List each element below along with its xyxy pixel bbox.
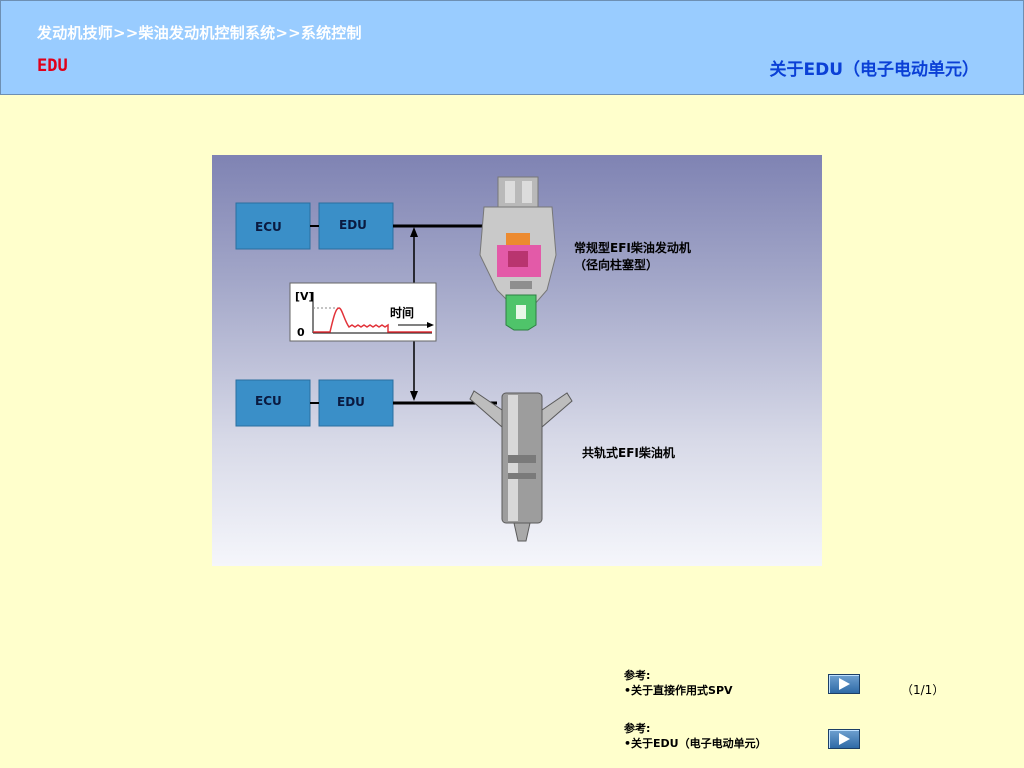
reference-heading: 参考: <box>624 722 651 735</box>
section-title: EDU <box>37 56 68 76</box>
bottom-ecu-box <box>235 379 311 427</box>
diagram-canvas: ECU EDU ECU EDU [V] 0 时间 <box>235 176 691 542</box>
common-rail-injector-illustration <box>469 390 573 542</box>
reference-link-spv[interactable]: •关于直接作用式SPV <box>624 684 733 697</box>
play-button-spv[interactable] <box>828 674 860 694</box>
reference-item: 参考: •关于直接作用式SPV <box>624 668 824 698</box>
time-arrow-head <box>427 322 434 328</box>
waveform-unit: [V] <box>295 290 314 303</box>
bottom-edu-label: EDU <box>337 395 365 409</box>
page-subtitle: 关于EDU（电子电动单元） <box>769 60 979 80</box>
play-icon <box>839 678 850 690</box>
header-bar: 发动机技师>>柴油发动机控制系统>>系统控制 EDU 关于EDU（电子电动单元） <box>0 0 1024 95</box>
play-icon <box>839 733 850 745</box>
top-edu-box <box>318 202 394 250</box>
breadcrumb: 发动机技师>>柴油发动机控制系统>>系统控制 <box>37 24 362 42</box>
reference-heading: 参考: <box>624 669 651 682</box>
common-rail-injector-label: 共轨式EFI柴油机 <box>582 445 675 460</box>
bottom-ecu-label: ECU <box>255 394 282 408</box>
edu-diagram: ECU EDU ECU EDU [V] 0 时间 <box>212 155 822 566</box>
waveform-time-label: 时间 <box>390 305 414 320</box>
arrow-down-head <box>410 391 418 401</box>
top-edu-label: EDU <box>339 218 367 232</box>
arrow-up-head <box>410 227 418 237</box>
waveform-curve <box>313 307 432 333</box>
play-button-edu[interactable] <box>828 729 860 749</box>
page-indicator: （1/1） <box>901 683 945 697</box>
conventional-injector-sublabel: （径向柱塞型） <box>574 257 658 272</box>
top-ecu-box <box>235 202 311 250</box>
reference-link-edu[interactable]: •关于EDU（电子电动单元） <box>624 737 767 750</box>
waveform-zero: 0 <box>297 326 305 339</box>
radial-plunger-injector-illustration <box>479 176 557 331</box>
top-ecu-label: ECU <box>255 220 282 234</box>
conventional-injector-label: 常规型EFI柴油发动机 <box>574 240 691 255</box>
reference-item: 参考: •关于EDU（电子电动单元） <box>624 721 824 751</box>
